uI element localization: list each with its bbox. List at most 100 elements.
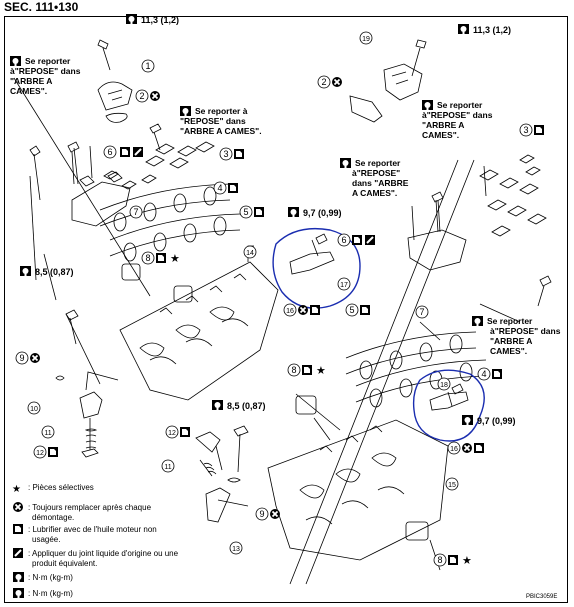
note-e-3: "ARBRE A	[490, 336, 532, 346]
legend-replace-2: démontage.	[32, 513, 74, 522]
num-19: 19	[362, 36, 370, 43]
num-15: 15	[448, 482, 456, 489]
note-c-4: A CAMES".	[352, 188, 397, 198]
legend-star-icon: ★	[12, 484, 21, 495]
callout-1	[141, 59, 155, 73]
callout-19	[359, 31, 373, 45]
callout-oil-icons	[48, 125, 544, 565]
legend-sealant-2: produit équivalent.	[32, 559, 97, 568]
torque-lower-right: 9,7 (0,99)	[477, 416, 516, 426]
svg-text:★: ★	[316, 365, 326, 377]
num-4-left: 4	[217, 183, 222, 193]
num-7-left: 7	[133, 207, 138, 217]
right-bank-assembly	[195, 39, 552, 585]
torque-icon-top-left	[126, 14, 137, 24]
torque-icon-lower-right	[462, 415, 473, 425]
callout-5-right	[345, 303, 359, 317]
note-e-2: à"REPOSE" dans	[490, 326, 561, 336]
torque-top-left: 11,3 (1,2)	[141, 15, 179, 25]
callout-8-right-upper	[287, 363, 301, 377]
num-8-left: 8	[145, 253, 150, 263]
reference-notes: Se reporter à"REPOSE" dans "ARBRE A CAME…	[10, 56, 561, 356]
legend-oil-icon	[13, 524, 23, 534]
torque-icon-center	[288, 207, 299, 217]
legend-oil-2: usagée.	[32, 535, 60, 544]
num-16-lower: 16	[450, 446, 458, 453]
callout-5-left	[239, 205, 253, 219]
note-c-2: à"REPOSE"	[352, 168, 400, 178]
num-5-right: 5	[349, 305, 354, 315]
note-d-1: Se reporter	[437, 100, 483, 110]
callout-3-right	[519, 123, 533, 137]
torque-left-mid: 8,5 (0,87)	[35, 267, 74, 277]
legend-oil-1: : Lubrifier avec de l'huile moteur non	[28, 525, 157, 534]
note-c-1: Se reporter	[355, 158, 401, 168]
note-a-2: à"REPOSE" dans	[10, 66, 81, 76]
note-a-4: CAMES".	[10, 86, 47, 96]
num-14: 14	[246, 250, 254, 257]
svg-text:★: ★	[170, 253, 180, 265]
callout-18	[437, 377, 451, 391]
note-d-3: "ARBRE A	[422, 120, 464, 130]
callout-16-lower	[447, 441, 461, 455]
callout-12-left	[33, 445, 47, 459]
callout-16-upper	[283, 303, 297, 317]
num-3-left: 3	[223, 149, 228, 159]
callout-9-right	[255, 507, 269, 521]
num-12-right: 12	[168, 430, 176, 437]
torque-icon-left-mid	[20, 266, 31, 276]
num-13: 13	[232, 546, 240, 553]
callout-7-left	[129, 205, 143, 219]
torque-top-right: 11,3 (1,2)	[473, 25, 511, 35]
num-2-left: 2	[139, 91, 144, 101]
legend-torque-icon-1	[13, 572, 24, 582]
legend-nm-2: : N·m (kg-m)	[28, 589, 73, 598]
num-8-right-upper: 8	[291, 365, 296, 375]
callout-4-left	[213, 181, 227, 195]
torque-center: 9,7 (0,99)	[303, 208, 342, 218]
callout-12-right	[165, 425, 179, 439]
num-2-right: 2	[321, 77, 326, 87]
callout-15	[445, 477, 459, 491]
num-11-left: 11	[44, 430, 51, 437]
part-callout-numbers: 1 6 3 4 5 7 8 14 10 11 12 19 3 6 17 16 7…	[30, 36, 528, 565]
torque-lower-center: 8,5 (0,87)	[227, 401, 266, 411]
section-title: SEC. 111•130	[4, 0, 79, 14]
highlight-loops	[272, 227, 485, 442]
legend-torque-icon-2	[13, 588, 24, 598]
num-6-right: 6	[341, 235, 346, 245]
note-d-2: à"REPOSE" dans	[422, 110, 493, 120]
callout-8-right-lower	[433, 553, 447, 567]
callout-3-left	[219, 147, 233, 161]
num-5-left: 5	[243, 207, 248, 217]
highlight-loop-upper	[272, 227, 361, 309]
torque-icon-top-right	[458, 24, 469, 34]
callout-2-left	[135, 89, 149, 103]
callout-8-left	[141, 251, 155, 265]
callout-10	[27, 401, 41, 415]
callout-13	[229, 541, 243, 555]
legend-sealant-icon	[12, 547, 24, 559]
num-8-right-lower: 8	[437, 555, 442, 565]
num-6-left: 6	[107, 147, 112, 157]
num-16-upper: 16	[286, 308, 294, 315]
num-11-right: 11	[164, 464, 171, 471]
callout-7-right	[415, 305, 429, 319]
torque-icon-lower-center	[212, 400, 223, 410]
num-1: 1	[145, 61, 150, 71]
callout-6-left	[103, 145, 117, 159]
legend-sealant-1: : Appliquer du joint liquide d'origine o…	[28, 549, 179, 558]
note-b-2: "REPOSE" dans	[180, 116, 246, 126]
num-10: 10	[30, 406, 38, 413]
callout-2-right	[317, 75, 331, 89]
legend-replace-1: : Toujours remplacer après chaque	[28, 503, 152, 512]
note-a-3: "ARBRE A	[10, 76, 52, 86]
torque-labels: 11,3 (1,2) 11,3 (1,2) 8,5 (0,87) 9,7 (0,…	[20, 14, 516, 426]
left-bank-assembly	[13, 39, 279, 458]
note-a-1: Se reporter	[25, 56, 71, 66]
num-3-right: 3	[523, 125, 528, 135]
sensor-parts-17-18	[289, 233, 469, 411]
part-callouts	[15, 31, 533, 567]
note-d-4: CAMES".	[422, 130, 459, 140]
